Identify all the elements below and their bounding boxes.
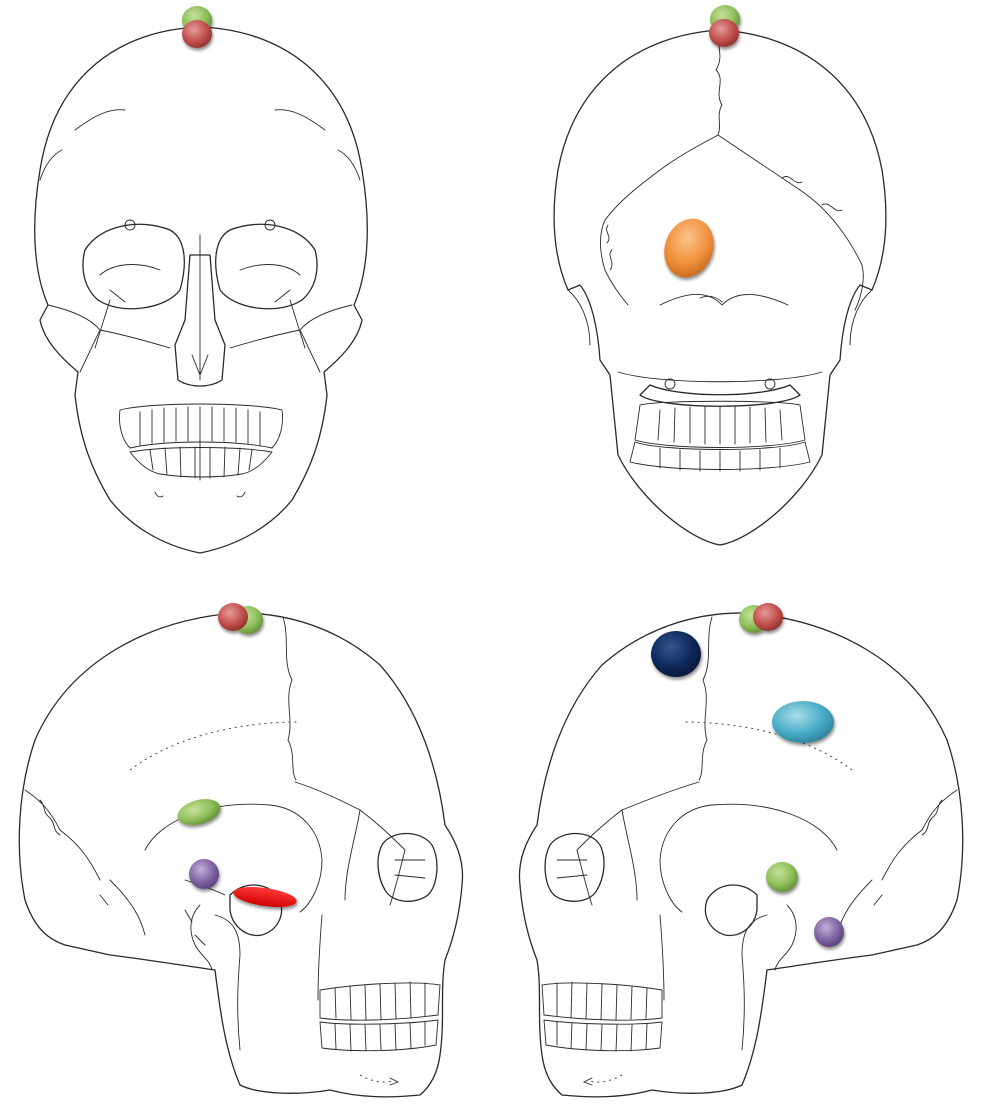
marker-navy-right-frontal [651, 631, 701, 677]
marker-red-posterior-vertex [709, 19, 739, 47]
left-lateral-skull [19, 613, 462, 1097]
anterior-skull [35, 27, 368, 553]
right-lateral-skull [519, 613, 962, 1097]
marker-lightblue-right-parietal [772, 701, 834, 743]
marker-red-left-vertex [218, 603, 248, 631]
marker-red-anterior-vertex [182, 20, 212, 48]
marker-purple-right-mastoid [814, 917, 844, 947]
marker-green-right-temporal [766, 862, 798, 892]
marker-red-right-vertex [753, 603, 783, 631]
marker-purple-left-mastoid [189, 859, 219, 889]
marker-green-left-temporal [175, 795, 224, 830]
posterior-skull [554, 30, 886, 545]
marker-orange-posterior-parietal [656, 212, 722, 285]
